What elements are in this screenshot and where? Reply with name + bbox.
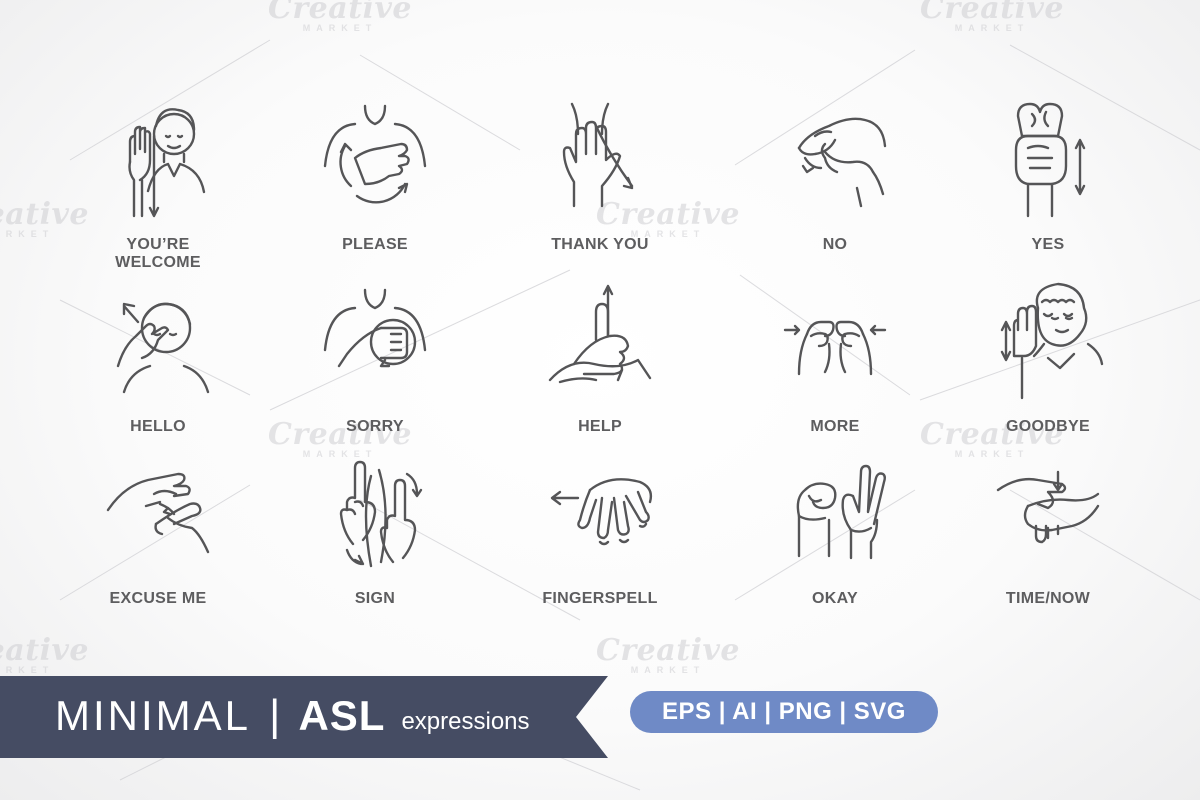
- help-icon: [548, 284, 652, 384]
- icon-label: SIGN: [354, 590, 396, 607]
- okay-icon: [796, 464, 886, 560]
- icon-label: PLEASE: [342, 236, 408, 253]
- icon-label: YOU’RE WELCOME: [115, 236, 201, 271]
- sorry-icon: [323, 288, 427, 368]
- icon-label: MORE: [810, 418, 860, 435]
- icon-tile-goodbye: GOODBYE: [948, 278, 1148, 468]
- thank-you-icon: [562, 102, 634, 208]
- please-icon: [323, 104, 427, 204]
- time-now-icon: [996, 470, 1100, 544]
- yes-icon: [1014, 102, 1086, 218]
- icon-tile-more: MORE: [735, 278, 935, 468]
- icon-tile-youre-welcome: YOU’RE WELCOME: [58, 96, 258, 286]
- icon-label: HELP: [578, 418, 622, 435]
- sign-icon: [339, 460, 423, 568]
- icon-label: NO: [822, 236, 848, 253]
- icon-tile-no: NO: [735, 96, 935, 286]
- icon-label: YES: [1031, 236, 1065, 253]
- icon-label: GOODBYE: [1006, 418, 1090, 435]
- title-separator: |: [269, 691, 281, 740]
- icon-tile-sign: SIGN: [275, 450, 475, 640]
- icon-tile-time-now: TIME/NOW: [948, 450, 1148, 640]
- formats-badge: EPS | AI | PNG | SVG: [630, 691, 938, 733]
- fingerspell-icon: [550, 478, 653, 546]
- icon-label: FINGERSPELL: [542, 590, 658, 607]
- icon-tile-thank-you: THANK YOU: [500, 96, 700, 286]
- icon-label: EXCUSE ME: [109, 590, 207, 607]
- icon-tile-okay: OKAY: [735, 450, 935, 640]
- icon-tile-excuse-me: EXCUSE ME: [58, 450, 258, 640]
- more-icon: [783, 320, 887, 376]
- icon-tile-yes: YES: [948, 96, 1148, 286]
- banner-title: MINIMAL | ASL expressions: [55, 686, 530, 746]
- icon-tile-fingerspell: FINGERSPELL: [500, 450, 700, 640]
- icon-tile-help: HELP: [500, 278, 700, 468]
- hello-icon: [116, 302, 210, 394]
- title-minimal: MINIMAL: [55, 692, 252, 739]
- goodbye-icon: [1000, 282, 1104, 400]
- icon-tile-please: PLEASE: [275, 96, 475, 286]
- youre-welcome-icon: [128, 108, 206, 218]
- icon-label: OKAY: [812, 590, 858, 607]
- icon-label: THANK YOU: [551, 236, 649, 253]
- excuse-me-icon: [106, 472, 210, 554]
- no-icon: [797, 117, 887, 208]
- title-banner: [0, 676, 608, 758]
- title-asl: ASL: [298, 692, 386, 739]
- icon-label: TIME/NOW: [1005, 590, 1091, 607]
- icon-label: SORRY: [346, 418, 404, 435]
- title-subtitle: expressions: [401, 708, 530, 735]
- icon-label: HELLO: [130, 418, 186, 435]
- icon-tile-hello: HELLO: [58, 278, 258, 468]
- icon-tile-sorry: SORRY: [275, 278, 475, 468]
